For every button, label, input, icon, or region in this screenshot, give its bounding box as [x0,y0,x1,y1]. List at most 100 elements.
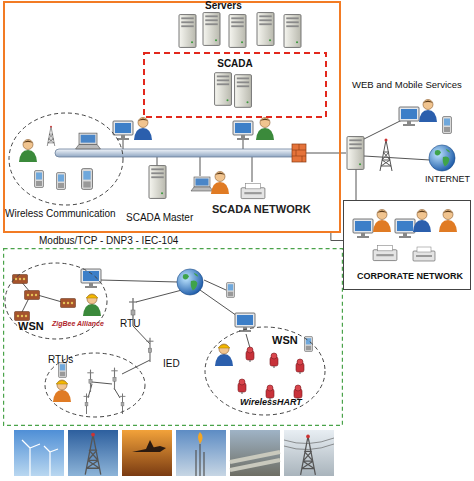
flare-stack [196,444,204,476]
turbine-lines [22,440,58,476]
worker-icon [215,344,233,366]
sensor-node [15,312,30,321]
wire [356,168,357,200]
ellipse-outline [9,113,123,205]
worker-icon [83,294,101,316]
person-icon [419,100,437,123]
computer-icon [81,269,101,288]
computer-icon [353,219,373,238]
person-icon [439,210,457,233]
box-outline [4,2,340,232]
computer-icon [113,121,133,140]
rtu-pole [84,393,90,414]
server-icon [347,137,364,170]
box-outline [144,53,326,117]
server-icon [284,15,301,48]
person-icon [373,210,391,233]
wire [243,140,244,150]
scada-box: SCADA [143,52,327,118]
server-icon [257,13,274,46]
rtu-pole [111,368,117,390]
wire [157,157,158,166]
wire [123,140,124,150]
connector-line [331,233,343,241]
node-label: SCADA [143,58,327,69]
node-label: Modbus/TCP - DNP3 - IEC-104 [39,235,259,246]
person-icon [256,118,274,141]
tower-icon [380,139,392,172]
handheld-icon [227,282,235,297]
text-label: SCADA Master [126,212,216,223]
computer-icon [233,121,253,140]
photo-pipeline [230,430,280,476]
firewall-mortar [292,144,306,162]
node-outline [8,112,124,206]
wire [252,157,253,182]
computer-icon [399,107,419,126]
hart-sensor [270,353,278,368]
server-icon [215,73,232,106]
text-label: INTERNET [425,175,474,185]
photo-strip [14,430,334,476]
ied-pole [147,338,154,362]
laptop-icon [76,133,101,149]
text-label: RTU [120,318,150,329]
wire [200,157,201,176]
box-outline [4,249,343,426]
globe-icon [429,145,455,171]
zone-box: SCADA NETWORKSCADAWireless Communication [3,1,341,233]
node-label: Wireless Communication [5,208,145,219]
pipe-shape [230,452,280,470]
node-label: WSN [272,334,312,346]
server-icon [179,15,196,48]
laptop-icon [191,177,213,191]
text-label: WEB and Mobile Services [352,80,474,90]
photo-airport [122,430,172,476]
antenna-icon [47,126,55,146]
server-stack [179,13,301,48]
server-icon [149,166,166,199]
box-outline [344,201,471,290]
wire [246,334,250,348]
sensor-node [25,291,40,300]
rtu-pole [87,370,93,392]
firewall-brick [292,144,306,162]
ellipse-outline [45,353,145,417]
computer-icon [395,219,415,238]
phone-icon [443,117,452,134]
hart-sensor [238,379,246,394]
wire [364,156,430,160]
sensor-node [13,275,28,284]
photo-tower [68,430,118,476]
photo-wind [14,430,64,476]
wire [100,280,178,282]
ellipse-outline [5,263,107,339]
power-wires [284,438,334,450]
tablet-icon [82,169,93,190]
wire [136,290,182,302]
node-label: RTUs [48,354,88,365]
person-icon [19,140,37,163]
server-icon [235,75,252,108]
node-label: ZigBee Alliance [52,320,112,328]
text-label: Servers [205,0,265,11]
node-label: CORPORATE NETWORK [351,272,469,282]
pylon-icon [301,435,316,475]
group-ellipse: RTUs [44,352,146,418]
photo-powerline [284,430,334,476]
hart-sensor [296,359,304,374]
tower-icon [85,433,101,475]
wire [362,120,402,140]
rtu-pole [120,393,126,414]
firewall-icon [292,144,306,162]
printer-icon [373,245,397,260]
globe-icon [177,269,203,295]
person-icon [211,172,229,195]
server-icon [203,13,220,46]
bus-pipe [55,149,303,157]
printer-icon [241,183,265,198]
person-icon [134,118,152,141]
person-icon [413,210,431,233]
corporate-box: CORPORATE NETWORK [343,200,471,290]
